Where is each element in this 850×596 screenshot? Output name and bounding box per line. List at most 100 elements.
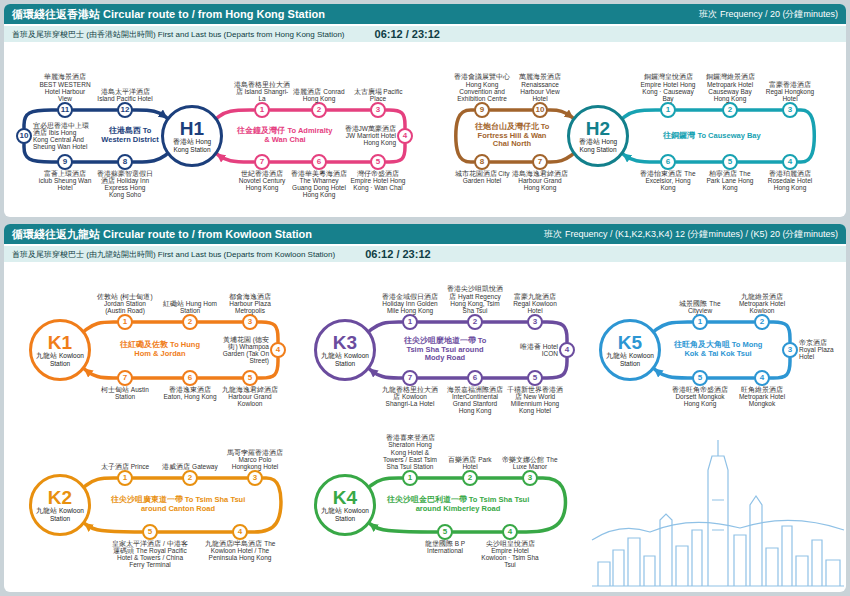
station-name: 香港站 Hong Kong Station (168, 138, 216, 152)
station-name: 九龍站 Kowloon Station (321, 352, 369, 366)
stop-circle: 4香港JW萬豪酒店 JW Marriott Hotel Hong Kong (397, 128, 413, 144)
header-text: 循環綫往返香港站 Circular route to / from Hong K… (12, 7, 325, 22)
stop-number: 1 (408, 318, 412, 326)
stop-number: 1 (260, 106, 264, 114)
route-line (270, 108, 311, 112)
stop-number: 4 (760, 374, 764, 382)
header-band: 循環綫往返九龍站 Circular route to / from Kowloo… (4, 224, 846, 244)
stop-number: 3 (788, 106, 792, 114)
route-line (248, 478, 281, 532)
direction-label: 往港島西 To Western District (101, 127, 159, 144)
route-line (370, 524, 437, 532)
header-text: 首班及尾班穿梭巴士 (由香港站開出時間) First and Last bus … (12, 29, 345, 40)
stop-name: 百樂酒店 Park Hotel (442, 456, 498, 470)
stop-number: 7 (538, 158, 542, 166)
stop-circle: 5九龍海逸君綽酒店 Harbour Grand Kowloon (242, 370, 258, 386)
stop-name: 香港蘇豪智選假日酒店 Holiday Inn Express Hong Kong… (97, 170, 153, 199)
stop-circle: 3帝京酒店 Royal Plaza Hotel (782, 342, 798, 358)
stop-circle: 2港威酒店 Gateway (182, 470, 198, 486)
route-line (133, 376, 182, 380)
stop-circle: 6海景嘉福洲際酒店 InterContinental Grand Stanfor… (467, 370, 483, 386)
station-circle: K4九龍站 Kowloon Station (314, 474, 376, 536)
stop-name: 世紀香港酒店 Novotel Century Hong Kong (234, 170, 290, 191)
stop-circle: 4黃埔花園 (德安街) Whampoa Garden (Tak On Stree… (270, 342, 286, 358)
route-line (73, 108, 117, 112)
stop-circle: 3馬哥孛羅香港酒店 Marco Polo Hongkong Hotel (247, 470, 263, 486)
stop-circle: 8城市花園酒店 City Garden Hotel (474, 154, 490, 170)
stop-name: 港麗酒店 Conrad Hong Kong (291, 88, 347, 102)
route-line (217, 110, 254, 118)
stop-circle: 2港麗酒店 Conrad Hong Kong (311, 102, 327, 118)
stop-number: 4 (238, 528, 242, 536)
route-line (490, 108, 532, 112)
stop-circle: 7柯士甸站 Austin Station (117, 370, 133, 386)
stop-number: 2 (188, 474, 192, 482)
stop-circle: 3都會海逸酒店 Harbour Plaza Metropolis (242, 314, 258, 330)
stop-name: 馬哥孛羅香港酒店 Marco Polo Hongkong Hotel (227, 449, 283, 470)
stop-circle: 7世紀香港酒店 Novotel Century Hong Kong (254, 154, 270, 170)
direction-label: 往尖沙咀麼地道一帶 To Tsim Sha Tsui around Mody R… (397, 337, 493, 363)
route-line (543, 358, 567, 378)
stop-name: 富豪九龍酒店 Regal Kowloon Hotel (507, 293, 563, 314)
station-name: 九龍站 Kowloon Station (36, 507, 84, 521)
route-line (623, 110, 660, 118)
stop-number: 10 (536, 106, 545, 114)
route-line (418, 376, 467, 380)
stop-name: 黃埔花園 (德安街) Whampoa Garden (Tak On Street… (219, 336, 269, 365)
stop-circle: 3富豪九龍酒店 Regal Kowloon Hotel (527, 314, 543, 330)
stop-number: 8 (480, 158, 484, 166)
route-code: H2 (586, 119, 610, 138)
stop-circle: 12港島太平洋酒店 Island Pacific Hotel (117, 102, 133, 118)
direction-label: 往銅鑼灣 To Causeway Bay (657, 132, 767, 141)
station-circle: H2香港站 Hong Kong Station (567, 105, 629, 167)
stop-circle: 4旺角維景酒店 Metropark Hotel Mongkok (754, 370, 770, 386)
route-line (85, 524, 142, 532)
stop-name: 千禧新世界香港酒店 New World Millennium Hong Kong… (507, 386, 563, 415)
route-line (133, 476, 182, 480)
route-line (73, 160, 117, 164)
route-line (548, 154, 573, 162)
route-line (217, 154, 254, 162)
header-info: 06:12 / 23:12 (375, 28, 440, 40)
header-info: 班次 Frequency / (K1,K2,K3,K4) 12 (分鐘minut… (544, 228, 838, 241)
stop-circle: 1佐敦站 (柯士甸道) Jordan Station (Austin Road) (117, 314, 133, 330)
route-line (133, 110, 167, 118)
stop-number: 4 (788, 158, 792, 166)
stop-name: 帝樂文娜公館 The Luxe Manor (502, 456, 558, 470)
route-line (654, 369, 692, 378)
stop-circle: 4九龍酒店/半島酒店 The Kowloon Hotel / The Penin… (232, 524, 248, 540)
stop-number: 1 (698, 318, 702, 326)
stop-circle: 2紅磡站 Hung Hom Station (182, 314, 198, 330)
route-line (676, 160, 722, 164)
stop-name: 皇家太平洋酒店 / 中港客運碼頭 The Royal Pacific Hotel… (110, 540, 190, 569)
stop-number: 9 (480, 106, 484, 114)
stop-name: 香港尖沙咀凱悅酒店 Hyatt Regency Hong Kong, Tsim … (447, 285, 503, 314)
stop-name: 香港喜來登酒店 Sheraton Hong Kong Hotel & Tower… (382, 434, 438, 470)
stop-number: 6 (666, 158, 670, 166)
stop-circle: 7港島海逸君綽酒店 Harbour Grand Hong Kong (532, 154, 548, 170)
stop-name: 旺角維景酒店 Metropark Hotel Mongkok (734, 386, 790, 407)
header-band: 循環綫往返香港站 Circular route to / from Hong K… (4, 4, 846, 24)
stop-number: 3 (788, 346, 792, 354)
stop-number: 4 (508, 528, 512, 536)
stop-number: 5 (248, 374, 252, 382)
route-code: K1 (48, 333, 72, 352)
stop-number: 1 (666, 106, 670, 114)
stop-circle: 9香港會議展覽中心 Hong Kong Convention and Exhib… (474, 102, 490, 118)
direction-label: 往金鐘及灣仔 To Admiralty & Wan Chai (235, 127, 335, 144)
stop-circle: 8香港蘇豪智選假日酒店 Holiday Inn Express Hong Kon… (117, 154, 133, 170)
stop-circle: 5千禧新世界香港酒店 New World Millennium Hong Kon… (527, 370, 543, 386)
stop-circle: 3太古廣場 Pacific Place (370, 102, 386, 118)
stop-name: 帝京酒店 Royal Plaza Hotel (799, 339, 841, 360)
stop-name: 港島太平洋酒店 Island Pacific Hotel (97, 88, 153, 102)
stop-circle: 2九龍維景酒店 Metropark Hotel Kowloon (754, 314, 770, 330)
stop-number: 11 (61, 106, 69, 114)
stop-number: 5 (148, 528, 152, 536)
route-line (676, 108, 722, 112)
route-line (543, 322, 567, 342)
stop-number: 5 (376, 158, 380, 166)
stop-name: 九龍海逸君綽酒店 Harbour Grand Kowloon (222, 386, 278, 407)
route-line (770, 322, 790, 342)
stop-number: 6 (188, 374, 192, 382)
station-name: 九龍站 Kowloon Station (321, 507, 369, 521)
